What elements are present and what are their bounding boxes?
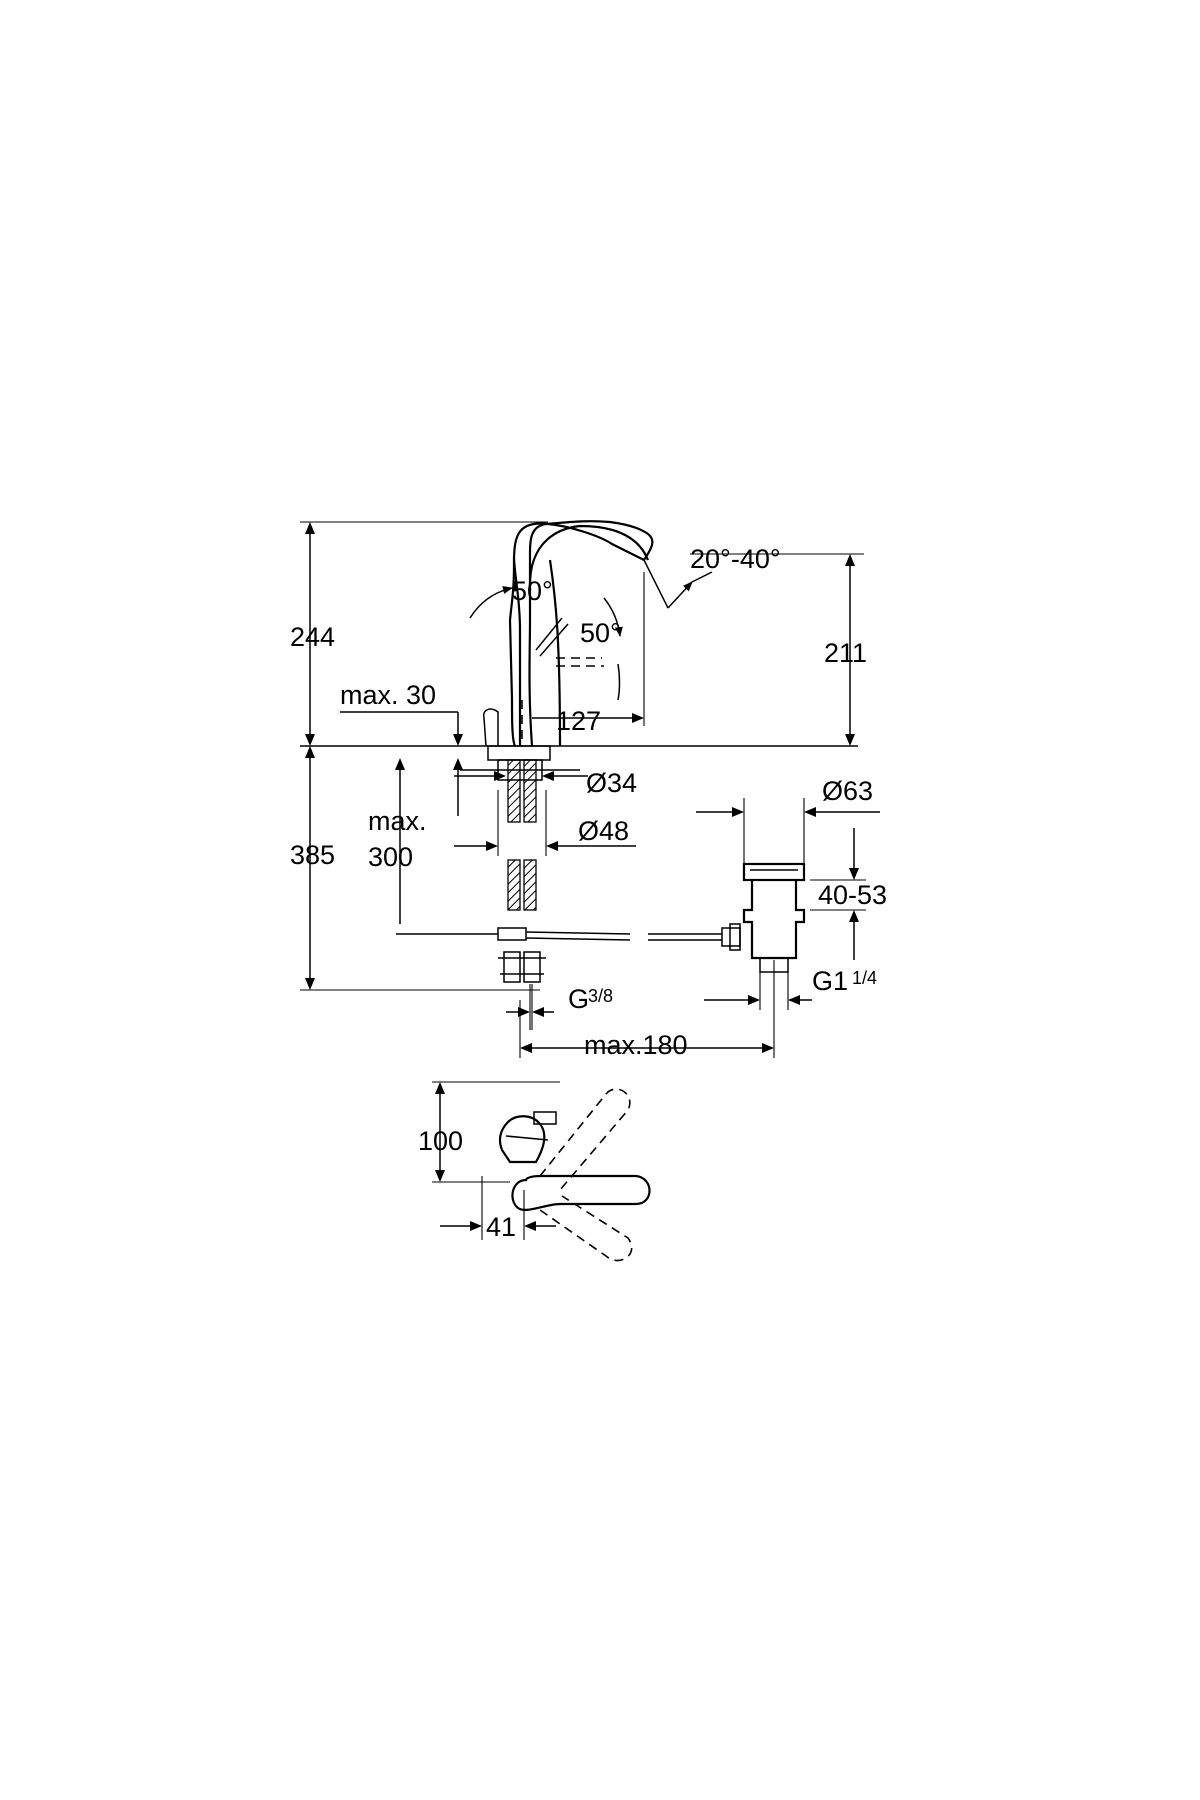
- pull-rod: [525, 931, 631, 935]
- hose-left: [507, 759, 521, 823]
- waste-rod-nut: [729, 923, 741, 951]
- dim-max180-label: max.180: [584, 1030, 688, 1060]
- hose-right-lower: [523, 859, 537, 911]
- lever-angle-arc-side-2: [617, 663, 621, 701]
- connector-left: [503, 951, 521, 983]
- waste-flange: [742, 862, 806, 882]
- dim-g38-fraction: 3/8: [588, 986, 613, 1006]
- dim-d48-label: Ø48: [578, 816, 629, 846]
- dim-g114-label: G1: [812, 966, 848, 996]
- dim-244-label: 244: [290, 622, 335, 652]
- waste-rod-connector: [721, 927, 741, 947]
- pull-rod-2: [525, 937, 631, 941]
- plan-lever-up: [539, 1088, 631, 1191]
- rod-clamp: [497, 927, 527, 941]
- waste-body: [742, 880, 806, 960]
- dim-g114-fraction: 1/4: [852, 968, 877, 988]
- dim-100-label: 100: [418, 1126, 463, 1156]
- dim-lever-angle-side: 50°: [580, 618, 621, 648]
- spout-outline: [512, 520, 654, 746]
- hose-left-lower: [507, 859, 521, 911]
- connector-right: [523, 951, 541, 983]
- plan-handle-stub: [533, 1111, 557, 1125]
- spout-arc: [528, 524, 650, 591]
- deck-flange: [487, 745, 551, 761]
- dim-385-label: 385: [290, 840, 335, 870]
- faucet-side-view: 244 211 127 max. 30 50° 50° 20°-40°: [290, 520, 867, 1060]
- spout-angle-ref: [643, 559, 669, 609]
- dim-41-label: 41: [486, 1212, 516, 1242]
- lever-outline: [535, 617, 569, 657]
- dim-g38-label: G: [568, 984, 589, 1014]
- dim-d34-label: Ø34: [586, 768, 637, 798]
- plan-body: [498, 1115, 546, 1164]
- body-fitting: [482, 708, 499, 747]
- dim-max300-label-2: 300: [368, 842, 413, 872]
- hose-right: [523, 759, 537, 823]
- dim-spout-angle: 20°-40°: [690, 544, 781, 574]
- lever-angle-arc-side: [603, 597, 623, 637]
- plan-lever-connector: [505, 1135, 549, 1141]
- pop-up-waste: Ø63 40-53 G1 1/4: [696, 776, 887, 1010]
- plan-lever: [511, 1174, 651, 1212]
- spout-angle-leader: [667, 581, 693, 609]
- dim-max30-label: max. 30: [340, 680, 436, 710]
- dim-d63-label: Ø63: [822, 776, 873, 806]
- dim-max300-label-1: max.: [368, 806, 427, 836]
- dim-lever-angle-front: 50°: [512, 576, 553, 606]
- dim-211-label: 211: [824, 638, 867, 668]
- waste-lower: [759, 957, 789, 973]
- lever-dashed-position: [556, 657, 604, 667]
- spout-angle-leader-2: [691, 571, 713, 583]
- faucet-plan-view: 100 41: [418, 1081, 651, 1262]
- dim-127-label: 127: [556, 706, 601, 736]
- lever-angle-arc-front: [469, 586, 513, 619]
- dim-4053-label: 40-53: [818, 880, 887, 910]
- spout-inner: [528, 522, 547, 747]
- body-outline: [508, 559, 562, 747]
- plan-lever-down: [539, 1195, 633, 1262]
